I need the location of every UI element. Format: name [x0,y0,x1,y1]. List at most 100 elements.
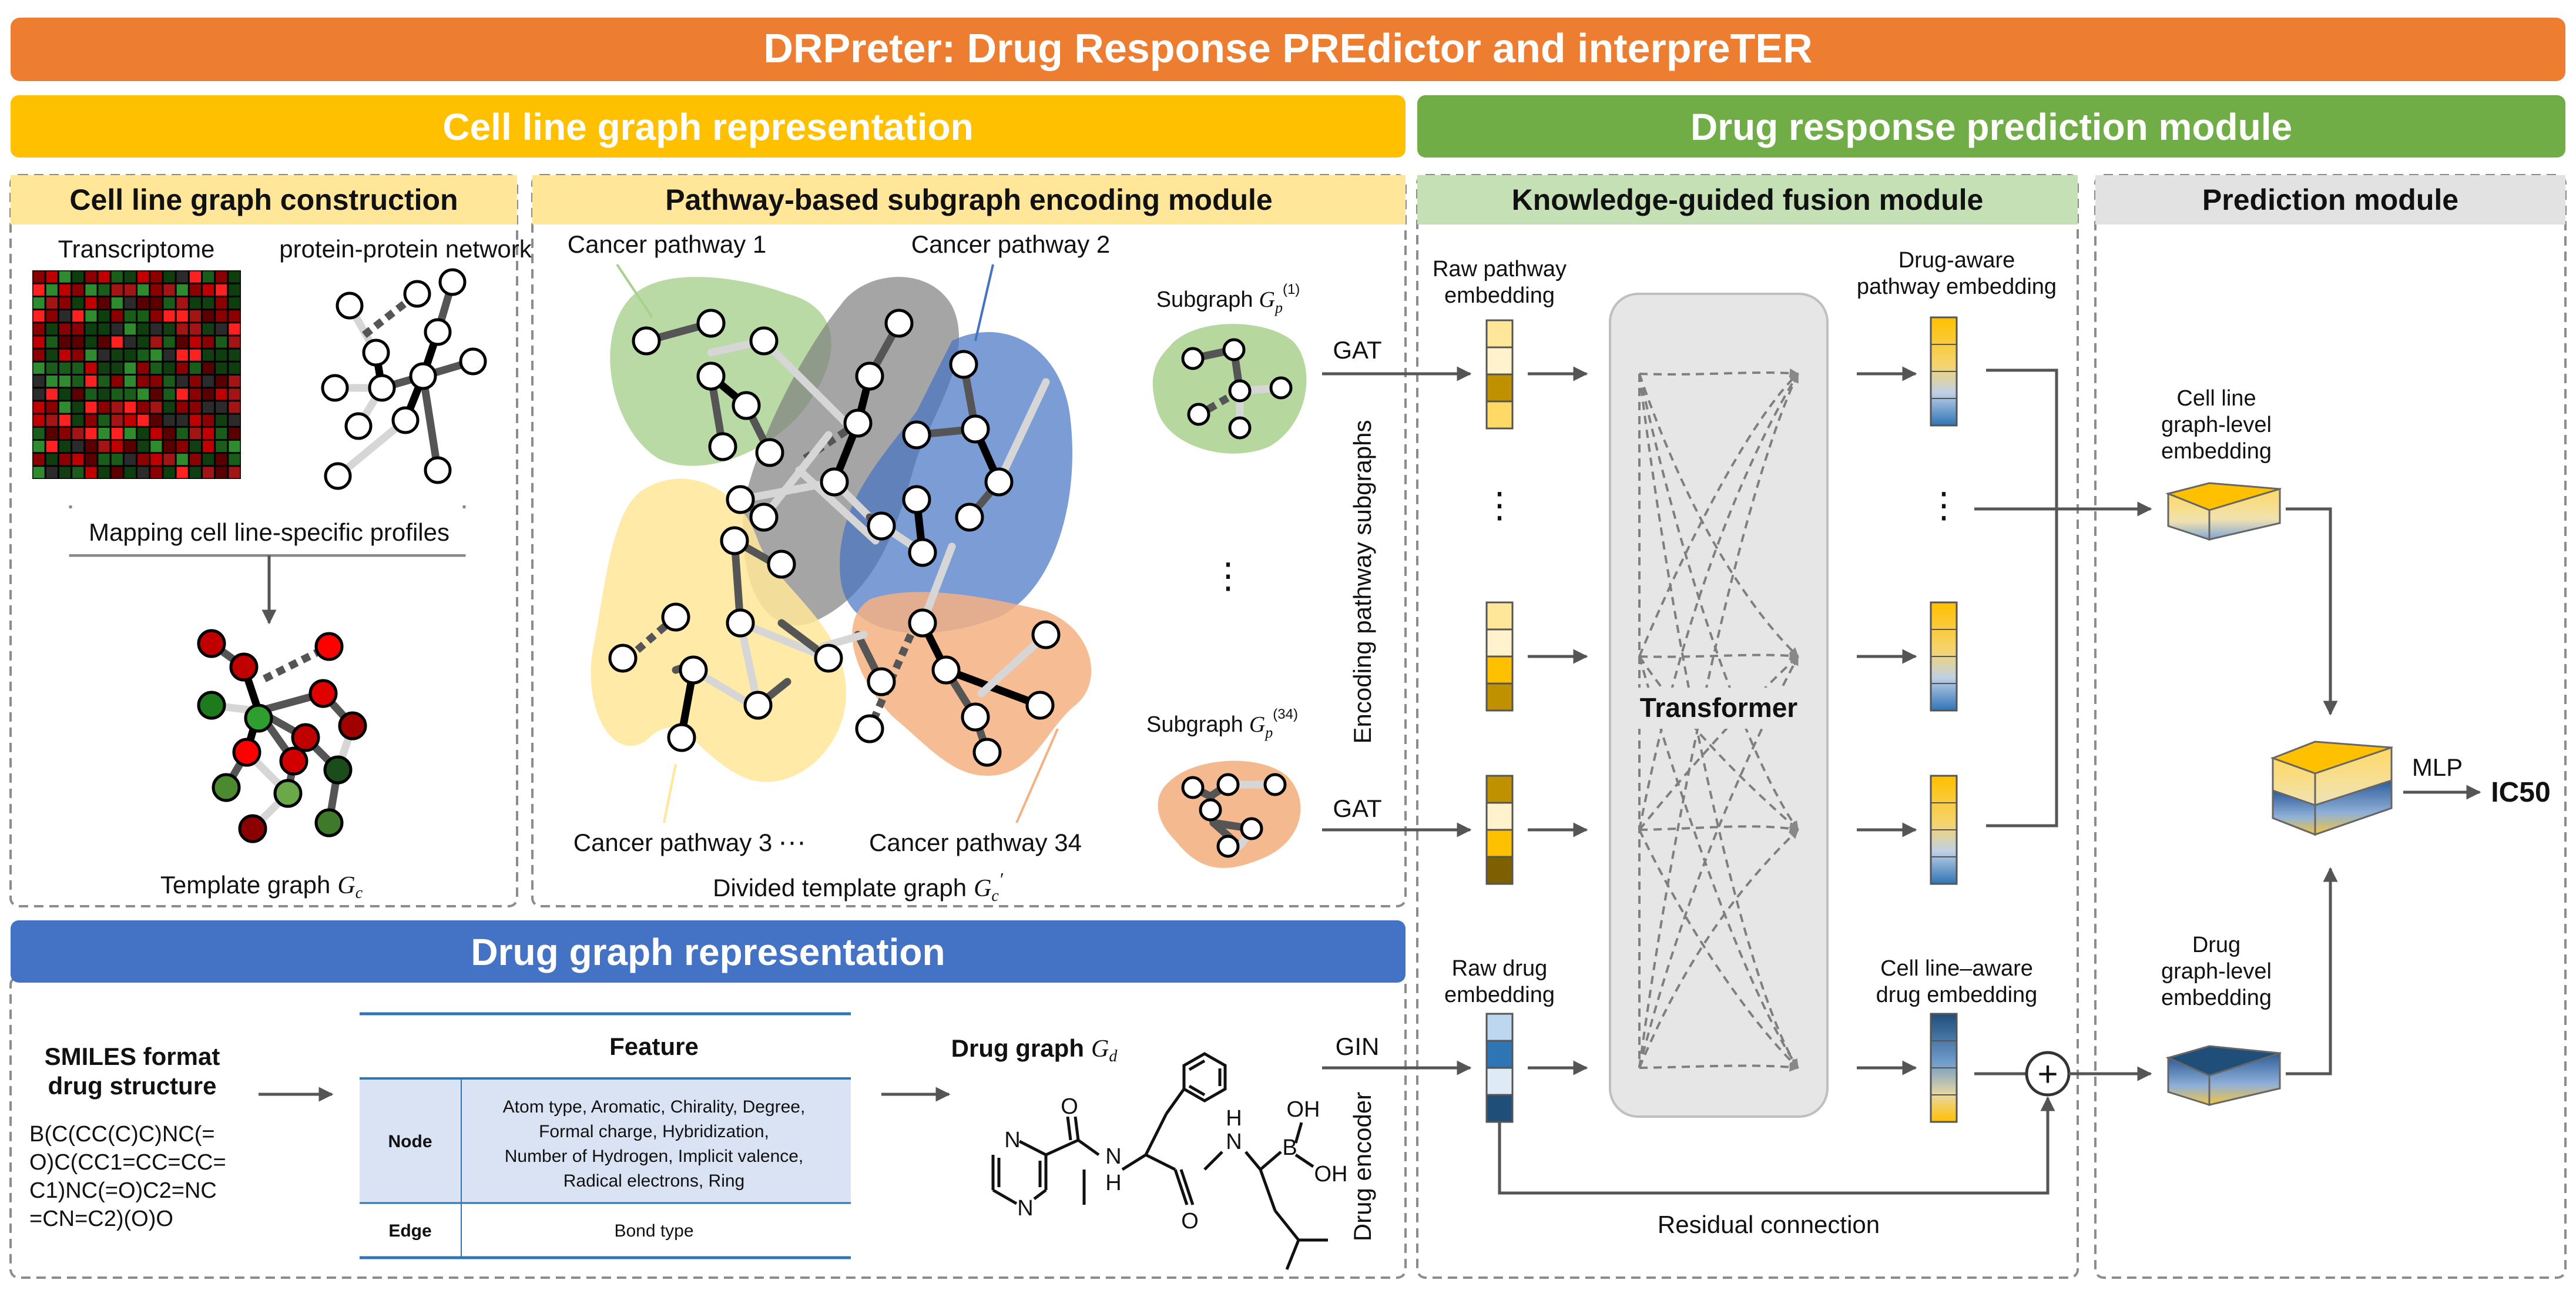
pathway-node [855,361,884,391]
raw-pathway-label-2: embedding [1444,283,1555,308]
pathway-node [908,608,937,638]
prediction-title-bar [2095,175,2565,225]
heatmap-cell [33,427,45,439]
heatmap-cell [150,440,162,453]
heatmap-cell [46,401,58,413]
encoding-pathway-label: Encoding pathway subgraphs [1349,420,1376,743]
heatmap-cell [163,440,175,453]
heatmap-cell [229,323,240,335]
heatmap-cell [163,297,175,309]
heatmap-cell [124,310,136,322]
pathway-node [749,502,779,532]
pathway-node [696,361,726,391]
heatmap-cell [216,297,227,309]
atom-label: N [1105,1144,1121,1169]
heatmap-cell [137,467,149,478]
pathway-node [667,723,696,752]
fusion-title-bar [1417,175,2078,225]
heatmap-cell [124,467,136,478]
heatmap-cell [176,336,188,348]
transcriptome-label: Transcriptome [58,235,215,263]
subgraph-34 [1158,760,1301,868]
ppi-node [368,374,396,402]
smiles-line: O)C(CC1=CC=CC= [29,1150,226,1175]
fusion-title: Knowledge-guided fusion module [1512,183,1984,216]
heatmap-cell [46,310,58,322]
template-node [238,814,267,843]
subgraph-node [1181,776,1205,799]
heatmap-cell [137,284,149,296]
ppi-node [424,318,452,346]
template-node [197,629,226,658]
subgraph-node [1263,773,1287,796]
pathway-blobs [591,277,1092,782]
heatmap-cell [85,467,97,478]
heatmap-cell [124,401,136,413]
heatmap-cell [98,297,110,309]
atom-label: O [1061,1094,1078,1119]
table-node-label: Node [388,1132,432,1151]
heatmap-cell [176,362,188,374]
ppi-node [403,280,431,308]
drug-encoder-label: Drug encoder [1349,1092,1376,1241]
heatmap-cell [202,427,214,439]
ppi-label: protein-protein network [279,235,532,263]
heatmap-cell [59,310,71,322]
heatmap-cell [124,454,136,465]
template-graph [197,629,367,843]
heatmap-cell [72,427,84,439]
construction-title-bar [11,175,517,225]
heatmap-cell [111,376,123,387]
subgraph-node [1240,817,1263,840]
pathway-node [867,511,896,541]
subgraph-node [1187,403,1210,426]
heatmap-cell [98,388,110,400]
heatmap-cell [216,467,227,478]
ppi-node [336,291,364,320]
transcriptome-heatmap [32,270,241,479]
heatmap-cell [124,323,136,335]
heatmap-cell [229,336,240,348]
heatmap-cell [202,284,214,296]
cancer-pathway-3: Cancer pathway 3 [573,829,773,856]
heatmap-cell [150,467,162,478]
heatmap-cell [72,401,84,413]
heatmap-cell [216,349,227,361]
heatmap-cell [59,467,71,478]
heatmap-cell [33,454,45,465]
heatmap-cell [229,297,240,309]
heatmap-cell [72,349,84,361]
heatmap-cell [229,388,240,400]
heatmap-cell [33,323,45,335]
molecule-atoms: N N O N H O N H B OH OH [1004,1094,1347,1234]
heatmap-cell [150,388,162,400]
template-node [212,773,241,802]
subgraph-1 [1152,324,1307,454]
heatmap-cell [150,284,162,296]
heatmap-cell [98,454,110,465]
heatmap-cell [189,362,201,374]
heatmap-cell [46,376,58,387]
ppi-node [409,362,437,390]
heatmap-cell [98,401,110,413]
heatmap-cell [46,427,58,439]
heatmap-cell [59,388,71,400]
pathway-node [720,526,749,555]
heatmap-cell [33,376,45,387]
gat-label-2: GAT [1333,795,1381,822]
heatmap-cell [163,271,175,283]
heatmap-cell [216,323,227,335]
heatmap-cell [163,323,175,335]
ppi-node [324,462,352,490]
heatmap-cell [33,284,45,296]
heatmap-cell [163,376,175,387]
heatmap-cell [98,427,110,439]
pathway-node [726,485,755,514]
heatmap-cell [229,454,240,465]
heatmap-cell [150,323,162,335]
smiles-title-1: SMILES format [45,1043,220,1070]
raw-drug-embedding [1485,1013,1514,1123]
heatmap-cell [98,362,110,374]
smiles-line: =CN=C2)(O)O [29,1207,173,1231]
